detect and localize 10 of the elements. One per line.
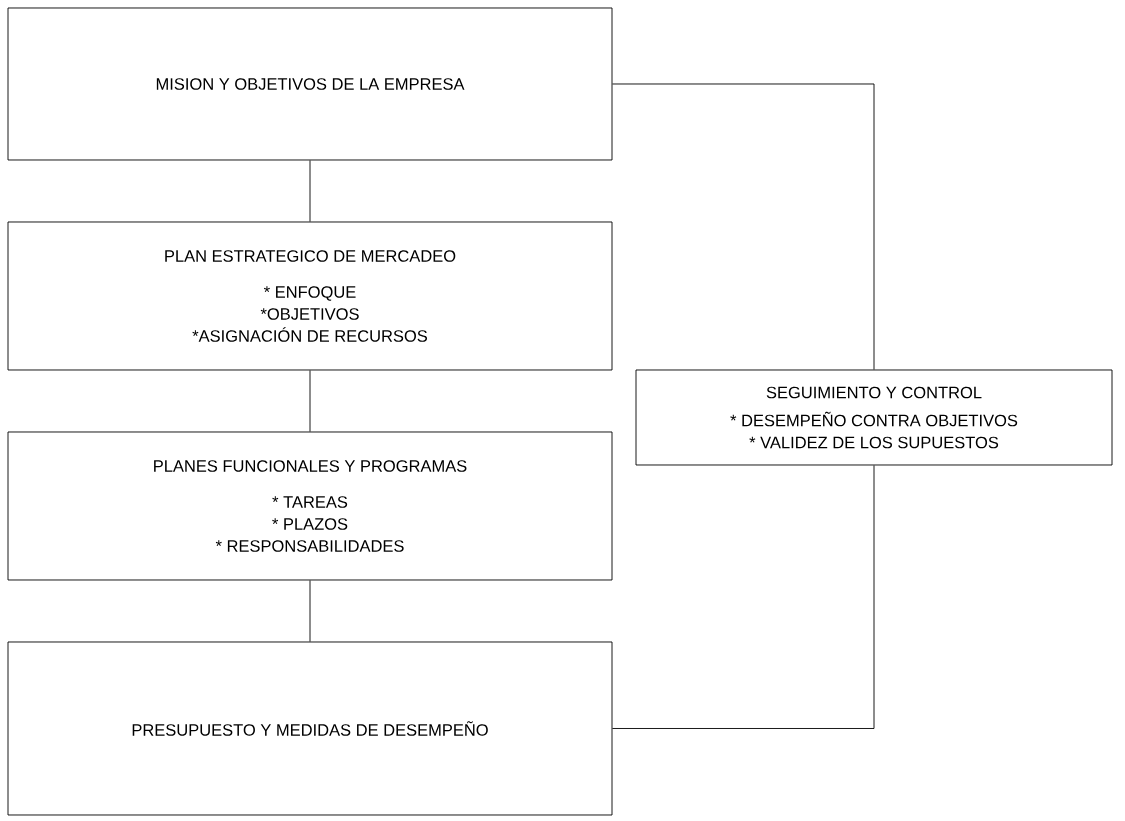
process-box: SEGUIMIENTO Y CONTROL * DESEMPEÑO CONTRA OBJETIVOS * VALIDEZ DE LOS SUPUESTOS	[635, 369, 1113, 466]
connector-line	[309, 160, 311, 222]
process-box: PLAN ESTRATEGICO DE MERCADEO * ENFOQUE *OBJETIVOS *ASIGNACIÓN DE RECURSOS	[7, 221, 613, 371]
process-box: PRESUPUESTO Y MEDIDAS DE DESEMPEÑO	[7, 641, 613, 816]
process-box: MISION Y OBJETIVOS DE LA EMPRESA	[7, 7, 613, 161]
connector-line	[612, 83, 875, 370]
process-box: PLANES FUNCIONALES Y PROGRAMAS * TAREAS * PLAZOS * RESPONSABILIDADES	[7, 431, 613, 581]
connector-line	[309, 580, 311, 642]
connector-line	[612, 465, 875, 729]
connector-line	[309, 370, 311, 432]
